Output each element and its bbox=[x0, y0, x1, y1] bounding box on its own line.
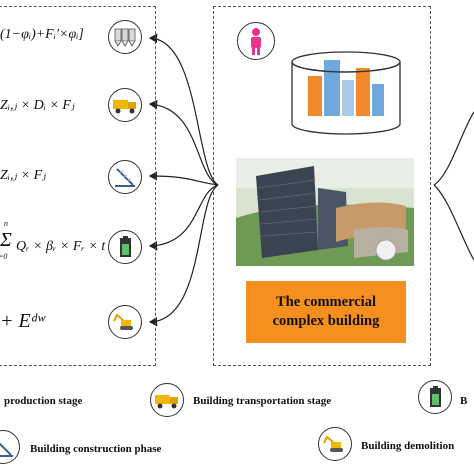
legend-construction: Building construction phase bbox=[30, 443, 162, 455]
legend-excavator-icon bbox=[318, 427, 352, 461]
battery-icon bbox=[108, 230, 142, 264]
equation-demolition: + Eᵈʷ bbox=[0, 310, 45, 332]
equation-production: (1−φᵢ)+Fᵢ′×φᵢ] bbox=[0, 27, 84, 42]
title-line-2: complex building bbox=[272, 313, 380, 329]
building-panel bbox=[213, 6, 431, 366]
title-line-1: The commercial bbox=[276, 294, 376, 310]
complex-building-photo bbox=[236, 158, 414, 266]
legend-battery-icon bbox=[418, 380, 452, 414]
legend-demolition: Building demolition bbox=[361, 440, 455, 452]
legend-operation: B bbox=[460, 395, 468, 407]
operation-terms: Qᵣ × βᵣ × Fᵣ × t bbox=[16, 239, 106, 254]
crane-icon bbox=[108, 160, 142, 194]
formula-panel bbox=[0, 6, 156, 366]
legend-truck-icon bbox=[150, 383, 184, 417]
legend-transportation: Building transportation stage bbox=[193, 395, 332, 407]
truck-icon bbox=[108, 88, 142, 122]
legend-crane-icon bbox=[0, 430, 20, 464]
person-icon bbox=[237, 22, 275, 60]
excavator-icon bbox=[108, 305, 142, 339]
legend-production: production stage bbox=[4, 395, 83, 407]
sigma-symbol: Σ bbox=[0, 229, 12, 251]
equation-construction: Zᵢ,ⱼ × Fⱼ bbox=[0, 168, 46, 183]
equation-transportation: Zᵢ,ⱼ × Dᵢ × Fⱼ bbox=[0, 98, 75, 113]
city-cylinder-icon bbox=[291, 51, 401, 135]
building-title: The commercial complex building bbox=[246, 281, 406, 343]
sigma-bottom: =0 bbox=[0, 252, 8, 261]
silo-icon bbox=[108, 20, 142, 54]
sigma-top: n bbox=[4, 219, 8, 228]
